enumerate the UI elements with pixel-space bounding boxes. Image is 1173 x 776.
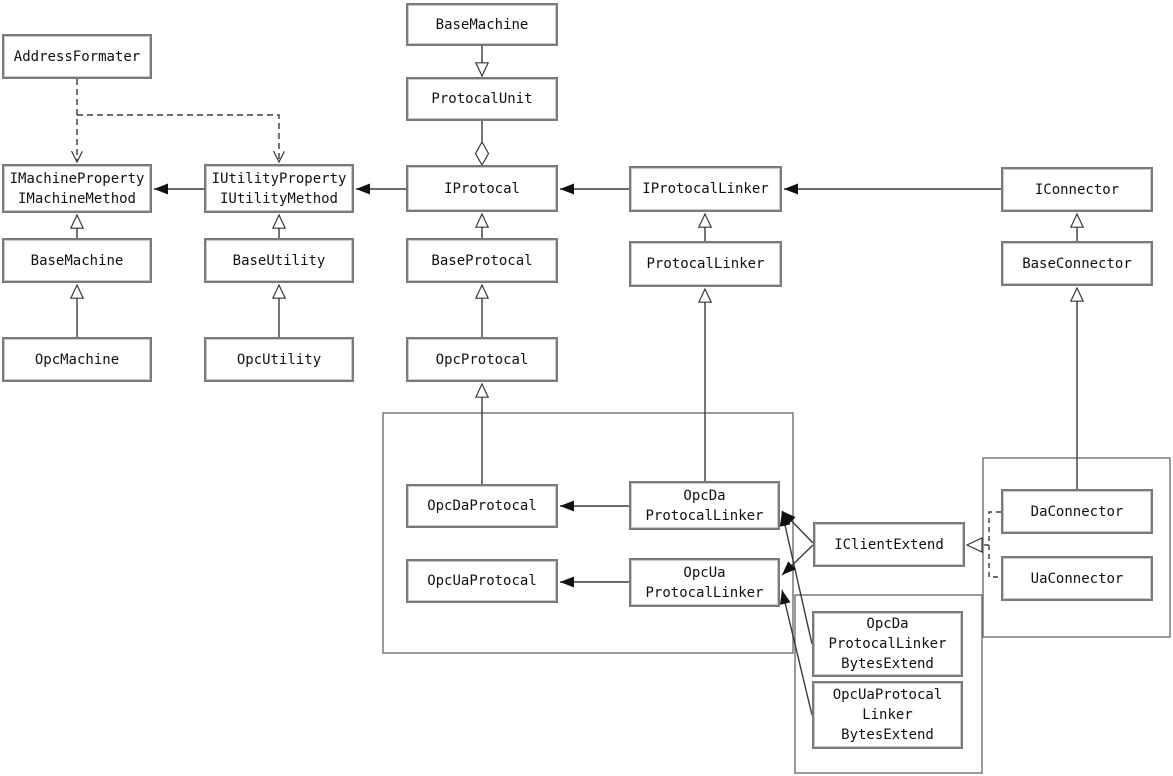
class-label: BaseUtility (232, 252, 326, 269)
edge-association-iclientextend-opcdalinker (781, 510, 814, 544)
class-box-imachine-property-method: IMachineProperty IMachineMethod (2, 164, 152, 213)
class-box-uaconnector: UaConnector (1001, 556, 1153, 601)
class-box-opcua-protocallinker: OpcUa ProtocalLinker (629, 558, 780, 607)
class-label: BytesExtend (841, 727, 934, 743)
class-label: BaseMachine (30, 252, 124, 269)
class-label: OpcDa (866, 616, 909, 632)
edge-association-opcdabytes-opcdalinker (779, 511, 813, 645)
aggregation-diamond-icon (474, 140, 490, 167)
class-label: Linker (862, 707, 913, 723)
class-label: OpcDaProtocal (427, 498, 537, 514)
class-box-iconnector: IConnector (1001, 167, 1153, 212)
class-label: OpcMachine (34, 351, 120, 368)
class-box-opcmachine: OpcMachine (2, 337, 152, 382)
class-box-iprotocal: IProtocal (406, 165, 558, 212)
edge-realization-connectors-iclientextend (988, 511, 1001, 578)
class-box-protocallinker: ProtocalLinker (629, 241, 782, 287)
class-label: IProtocalLinker (642, 181, 769, 197)
class-label: ProtocalLinker (828, 636, 947, 652)
class-label: ProtocalLinker (645, 507, 764, 524)
class-label: BaseConnector (1022, 255, 1132, 272)
group-bytes-extend (794, 594, 983, 774)
class-box-opcdaprotocal: OpcDaProtocal (406, 484, 558, 528)
class-box-iprotocallinker: IProtocalLinker (629, 166, 782, 212)
class-label: OpcUa (683, 564, 726, 581)
class-label: DaConnector (1030, 503, 1124, 520)
realization-triangle-icon (965, 537, 983, 553)
class-box-opcprotocal: OpcProtocal (406, 337, 558, 382)
class-box-opcuaprotocal: OpcUaProtocal (406, 559, 558, 603)
class-box-basemachine-top: BaseMachine (406, 3, 558, 46)
class-box-opcda-protocallinker-bytesextend: OpcDa ProtocalLinker BytesExtend (812, 611, 963, 677)
class-label: OpcUtility (236, 351, 322, 368)
class-box-basemachine-left: BaseMachine (2, 238, 152, 283)
class-box-opcutility: OpcUtility (204, 337, 354, 382)
class-label: OpcProtocal (435, 351, 529, 368)
class-label: IUtilityProperty (211, 170, 347, 187)
class-box-baseconnector: BaseConnector (1001, 241, 1153, 286)
class-box-baseutility: BaseUtility (204, 238, 354, 283)
group-opc-protocal-linker (382, 412, 794, 654)
class-label: BaseProtocal (431, 252, 533, 269)
class-label: AddressFormater (13, 48, 141, 65)
class-label: OpcUaProtocal (427, 573, 537, 589)
class-box-opcuaprotocal-linker-bytesextend: OpcUaProtocal Linker BytesExtend (812, 681, 963, 749)
class-box-baseprotocal: BaseProtocal (406, 238, 558, 283)
edge-association-opcuabytes-opcualinker (779, 589, 813, 716)
class-label: ProtocalLinker (646, 256, 765, 272)
class-label: IMachineProperty (9, 170, 145, 187)
class-label: IProtocal (444, 180, 520, 197)
class-box-protocalunit: ProtocalUnit (406, 77, 558, 121)
class-label: OpcUaProtocal (832, 687, 943, 703)
class-label: BaseMachine (435, 16, 529, 33)
class-box-opcda-protocallinker: OpcDa ProtocalLinker (629, 481, 780, 530)
class-label: IClientExtend (834, 536, 944, 553)
class-label: UaConnector (1030, 570, 1124, 587)
class-label: IMachineMethod (17, 190, 136, 207)
edge-association-iclientextend-opcualinker (781, 544, 814, 576)
class-label: ProtocalUnit (431, 91, 533, 107)
class-label: OpcDa (683, 487, 726, 504)
class-box-iutility-property-method: IUtilityProperty IUtilityMethod (204, 164, 354, 213)
class-box-daconnector: DaConnector (1001, 489, 1153, 534)
class-box-iclientextend: IClientExtend (813, 522, 965, 567)
edge-dependency-addressformater-iutility (77, 114, 279, 162)
class-box-addressformater: AddressFormater (2, 34, 152, 79)
class-label: ProtocalLinker (645, 584, 764, 601)
class-label: IConnector (1034, 181, 1120, 198)
class-label: BytesExtend (841, 656, 934, 672)
class-label: IUtilityMethod (219, 190, 338, 207)
